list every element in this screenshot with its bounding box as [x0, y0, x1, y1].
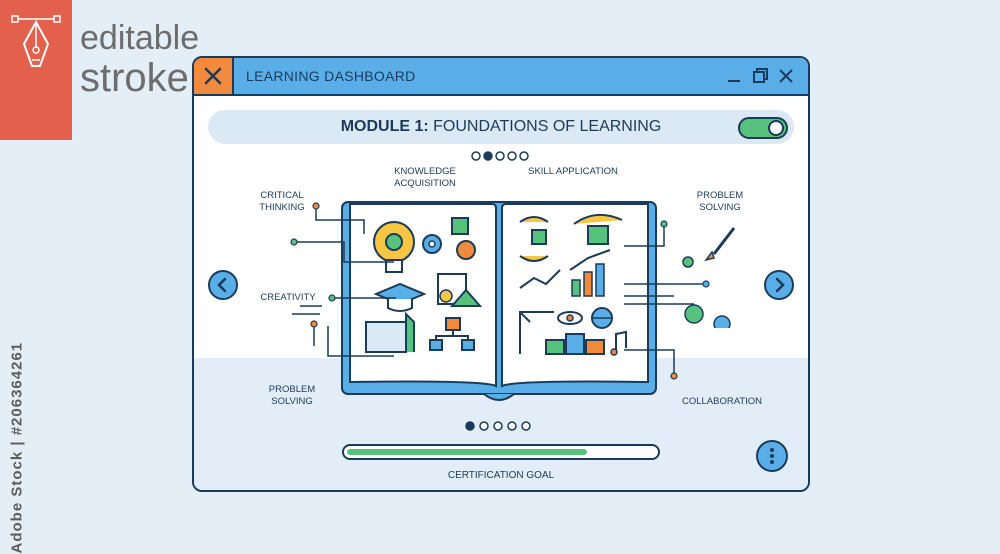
- page-dot-active[interactable]: [483, 151, 493, 161]
- certification-label: CERTIFICATION GOAL: [447, 470, 555, 481]
- page-dot-active[interactable]: [465, 421, 475, 431]
- close-button[interactable]: [194, 58, 234, 94]
- lightbulb-gear-icon: [373, 221, 415, 273]
- module-toggle[interactable]: [738, 117, 788, 139]
- gear-icon: [682, 256, 694, 268]
- dashboard-window: LEARNING DASHBOARD MODULE 1: FOUNDATIONS…: [192, 56, 810, 492]
- flowchart-icon: [429, 317, 475, 351]
- brand-text: editable stroke: [80, 20, 199, 100]
- atom-icon: [557, 311, 583, 325]
- label-knowledge-acquisition: KNOWLEDGE ACQUISITION: [394, 166, 456, 189]
- side-icons: [682, 227, 736, 328]
- label-skill-application: SKILL APPLICATION: [528, 166, 618, 177]
- previous-button[interactable]: [208, 270, 238, 300]
- certification-progress-bar: [342, 444, 660, 460]
- head-idea-icon: [456, 240, 476, 260]
- chevron-left-icon: [217, 277, 227, 293]
- brand-line-1: editable: [80, 19, 200, 57]
- building-blocks-icon: [545, 333, 605, 355]
- module-header: MODULE 1: FOUNDATIONS OF LEARNING: [208, 110, 794, 144]
- close-icon: [204, 67, 222, 85]
- top-pagination: [471, 151, 529, 161]
- label-problem-solving-left: PROBLEM SOLVING: [268, 384, 316, 407]
- chevron-right-icon: [775, 277, 785, 293]
- handshake-cube-icon: [519, 216, 549, 262]
- title-bar: LEARNING DASHBOARD: [194, 58, 808, 96]
- page-dot[interactable]: [521, 421, 531, 431]
- cube-icon: [451, 217, 469, 235]
- page-dot[interactable]: [507, 151, 517, 161]
- gear-icon: [422, 234, 442, 254]
- music-note-icon: [610, 330, 627, 356]
- brand-badge: [0, 0, 72, 140]
- progress-fill: [347, 449, 587, 455]
- recycle-icon: [684, 304, 704, 324]
- bottom-pagination: [465, 421, 531, 431]
- next-button[interactable]: [764, 270, 794, 300]
- label-collaboration: COLLABORATION: [681, 396, 763, 407]
- brand-line-2: stroke: [80, 56, 189, 100]
- minimize-icon[interactable]: [724, 66, 744, 86]
- graduation-cap-icon: [373, 282, 427, 312]
- label-critical-thinking: CRITICAL THINKING: [259, 190, 305, 213]
- label-problem-solving-right: PROBLEM SOLVING: [696, 190, 744, 213]
- growth-chart-icon: [569, 249, 611, 297]
- globe-icon: [591, 307, 613, 329]
- more-options-button[interactable]: [756, 440, 788, 472]
- window-title: LEARNING DASHBOARD: [246, 68, 416, 84]
- module-name: FOUNDATIONS OF LEARNING: [433, 118, 662, 135]
- module-title: MODULE 1: FOUNDATIONS OF LEARNING: [208, 118, 794, 136]
- hand-box-icon: [573, 213, 623, 245]
- book-illustration: [341, 201, 657, 401]
- module-prefix: MODULE 1:: [340, 118, 429, 135]
- side-watermark: Adobe Stock | #206364261: [8, 341, 26, 554]
- gear-icon: [713, 315, 731, 328]
- connector-lines: [290, 202, 710, 380]
- label-creativity: CREATIVITY: [260, 292, 316, 303]
- page-dot[interactable]: [471, 151, 481, 161]
- page-dot[interactable]: [479, 421, 489, 431]
- page-dot[interactable]: [493, 421, 503, 431]
- crane-icon: [519, 311, 554, 354]
- more-vertical-icon: [770, 448, 774, 464]
- trend-line-icon: [519, 269, 561, 289]
- page-dot[interactable]: [495, 151, 505, 161]
- page-dot[interactable]: [507, 421, 517, 431]
- paintbrush-icon: [704, 227, 736, 262]
- window-close-icon[interactable]: [776, 66, 796, 86]
- pen-nib-icon: [11, 15, 61, 67]
- page-dot[interactable]: [519, 151, 529, 161]
- document-idea-icon: [437, 273, 483, 307]
- blueprint-icon: [365, 311, 415, 353]
- maximize-icon[interactable]: [750, 66, 770, 86]
